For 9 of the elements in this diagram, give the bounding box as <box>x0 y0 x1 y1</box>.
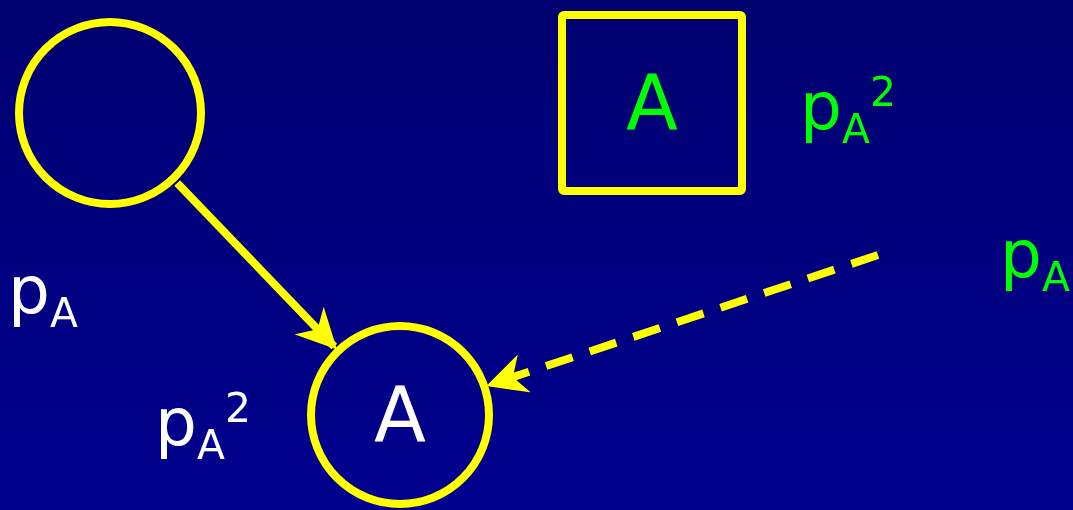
square-node <box>558 11 746 195</box>
arrow <box>174 180 338 350</box>
node-label: A <box>374 377 426 453</box>
dashed-arrow <box>486 251 880 393</box>
circle-node <box>15 18 205 208</box>
probability-label: p$_{A}$ <box>1000 222 1070 299</box>
probability-label: p$_{A}$ <box>8 258 78 335</box>
node-label: A <box>626 65 678 141</box>
circle-node <box>307 322 493 508</box>
